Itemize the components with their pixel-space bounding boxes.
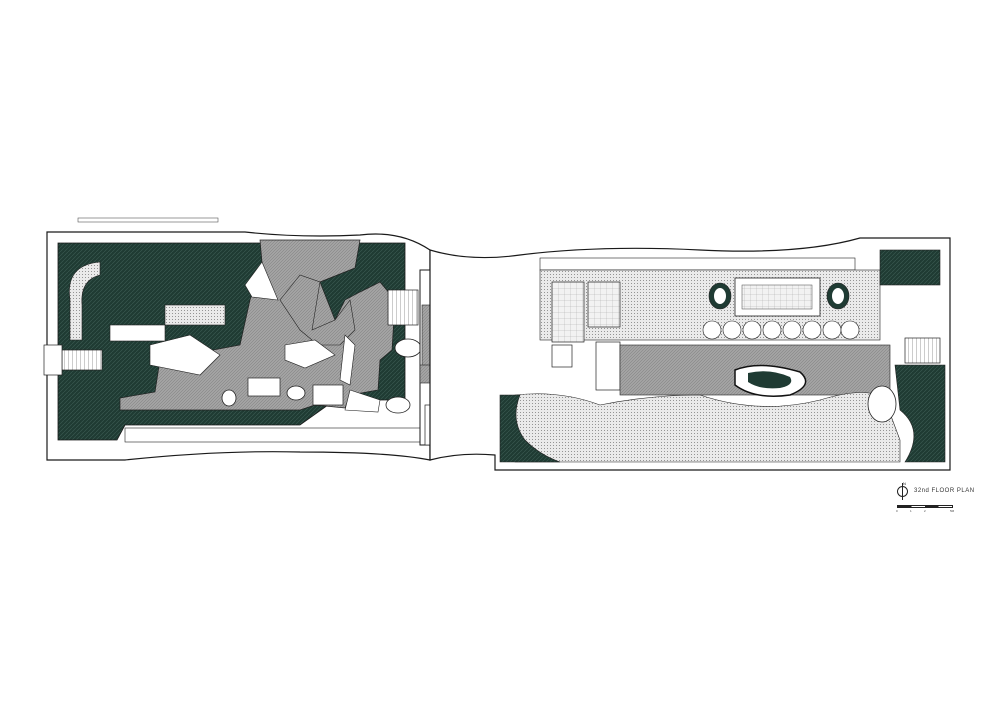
zigzag-paving (279, 274, 356, 346)
roof-edge-strip (77, 217, 219, 223)
bench-row (109, 324, 166, 342)
left-lower-band (124, 427, 426, 443)
right-stair-icon (904, 337, 941, 364)
scale-bar-icon (897, 505, 953, 508)
curved-walkway (69, 261, 101, 341)
spiral-planter-2-inner (832, 288, 844, 304)
seating-block (164, 304, 226, 326)
faceted-deck-2 (149, 334, 221, 376)
right-bottom-planting (499, 394, 561, 463)
organic-pond (867, 385, 897, 423)
service-room-2 (587, 281, 621, 328)
oval-planter-2 (286, 385, 306, 401)
stair-icon (61, 349, 103, 371)
faceted-deck-5 (344, 389, 381, 413)
drawing-legend: N 32nd FLOOR PLAN 0 1 2 5M (893, 481, 975, 514)
scale-tick: 1 (910, 509, 912, 513)
oval-planter-3 (394, 338, 422, 358)
service-room-4 (551, 344, 573, 368)
scale-tick: 2 (924, 509, 926, 513)
left-entry (43, 344, 63, 376)
faceted-deck-1 (244, 261, 279, 301)
top-right-planting (879, 249, 941, 286)
right-upper-band (539, 257, 856, 271)
service-room-3 (595, 341, 621, 391)
core-stair-1 (387, 289, 419, 326)
service-room-1 (551, 281, 585, 343)
oval-planter-4 (385, 396, 411, 414)
round-table-row (702, 320, 860, 340)
right-corner-planting (894, 364, 946, 463)
north-arrow-icon: N (897, 481, 908, 500)
lower-lawn (514, 392, 901, 463)
scale-tick: 0 (896, 509, 898, 513)
plan-title: 32nd FLOOR PLAN (914, 488, 975, 494)
scale-tick: 5M (950, 509, 955, 513)
pool-inner (741, 284, 813, 310)
pavilion-box (247, 377, 281, 397)
oval-lounge-inner (748, 371, 792, 389)
north-label: N (903, 481, 906, 486)
spiral-planter-1-inner (714, 288, 726, 304)
pavilion-box-2 (312, 384, 344, 406)
oval-planter-1 (221, 389, 237, 407)
faceted-deck-4 (339, 334, 356, 386)
faceted-deck-3 (284, 339, 336, 369)
